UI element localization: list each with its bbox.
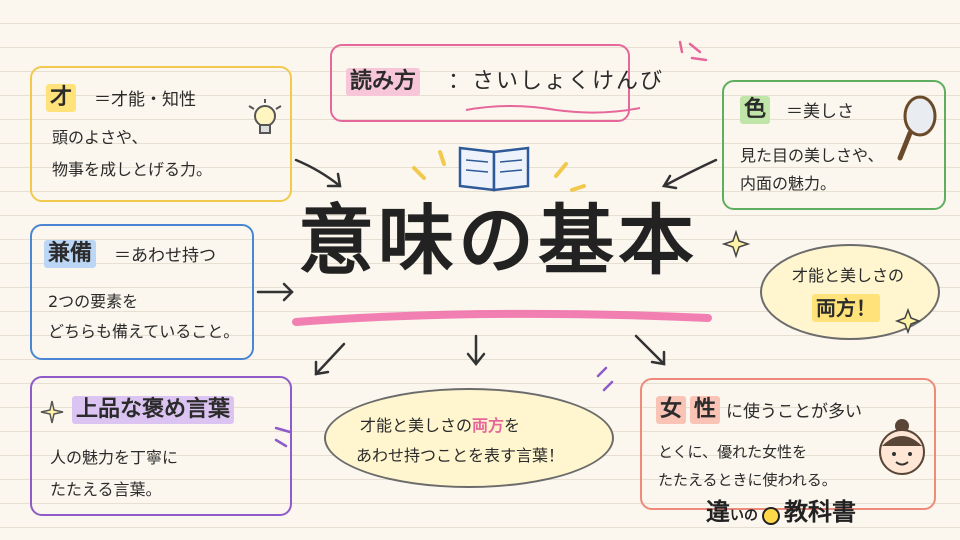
praise-box: 上品な褒め言葉 人の魅力を丁寧に たたえる言葉。 (30, 376, 292, 516)
female-keyword-1: 女 (656, 396, 687, 424)
sai-desc-2: 物事を成しとげる力。 (52, 160, 213, 179)
female-desc-2: たたえるときに使われる。 (658, 471, 837, 489)
bubble-line-1: 才能と美しさの (792, 266, 905, 285)
woman-face-icon (874, 418, 930, 482)
site-logo: 違いの 教科書 (706, 492, 856, 527)
female-usage: に使うことが多い (726, 402, 862, 422)
shoku-keyword: 色 (740, 96, 771, 124)
shoku-equation: ＝美しさ (786, 102, 854, 122)
logo-lightbulb-icon (762, 506, 780, 525)
summary-part-c: を (504, 416, 521, 435)
sai-equation: ＝才能・知性 (94, 90, 196, 110)
lightbulb-icon (244, 98, 286, 144)
summary-line-2: あわせ持つことを表す言葉！ (356, 446, 565, 465)
logo-part-3: 教科書 (784, 498, 856, 526)
summary-emphasis: 両方 (472, 416, 505, 435)
female-desc-1: とくに、優れた女性を (658, 443, 808, 461)
main-title: 意味の基本 (298, 196, 698, 285)
sparkle-icon (40, 400, 64, 428)
summary-cloud: 才能と美しさの両方を あわせ持つことを表す言葉！ (324, 388, 614, 488)
reading-colon: ： (448, 69, 471, 94)
shoku-desc-2: 内面の魅力。 (740, 174, 837, 193)
hand-mirror-icon (896, 94, 940, 166)
praise-desc-2: たたえる言葉。 (50, 480, 162, 499)
reading-box: 読み方 ： さいしょくけんび (330, 44, 662, 122)
summary-line-1: 才能と美しさの両方を (360, 416, 520, 436)
kenbi-keyword: 兼備 (44, 240, 97, 268)
reading-label: 読み方 (346, 68, 421, 96)
sai-box: 才 ＝才能・知性 頭のよさや、 物事を成しとげる力。 (30, 66, 292, 202)
sai-keyword: 才 (46, 84, 77, 112)
female-box: 女 性 に使うことが多い とくに、優れた女性を たたえるときに使われる。 (640, 378, 936, 510)
logo-part-1: 違 (706, 498, 730, 526)
bubble-emphasis: 両方！ (812, 294, 880, 322)
shoku-box: 色 ＝美しさ 見た目の美しさや、 内面の魅力。 (722, 80, 946, 210)
praise-keyword: 上品な褒め言葉 (72, 396, 235, 424)
sai-desc-1: 頭のよさや、 (52, 128, 148, 147)
kenbi-desc-1: 2つの要素を (48, 292, 139, 311)
summary-part-a: 才能と美しさの (360, 416, 473, 435)
kenbi-equation: ＝あわせ持つ (114, 246, 216, 266)
praise-desc-1: 人の魅力を丁寧に (50, 448, 179, 467)
open-book-icon (458, 146, 530, 192)
reading-value: さいしょくけんび (472, 69, 665, 94)
shoku-desc-1: 見た目の美しさや、 (740, 146, 884, 165)
kenbi-desc-2: どちらも備えていること。 (48, 322, 240, 341)
arrow-icons (256, 158, 718, 376)
logo-part-2: いの (730, 508, 758, 524)
female-keyword-2: 性 (690, 396, 721, 424)
kenbi-box: 兼備 ＝あわせ持つ 2つの要素を どちらも備えていること。 (30, 224, 254, 360)
